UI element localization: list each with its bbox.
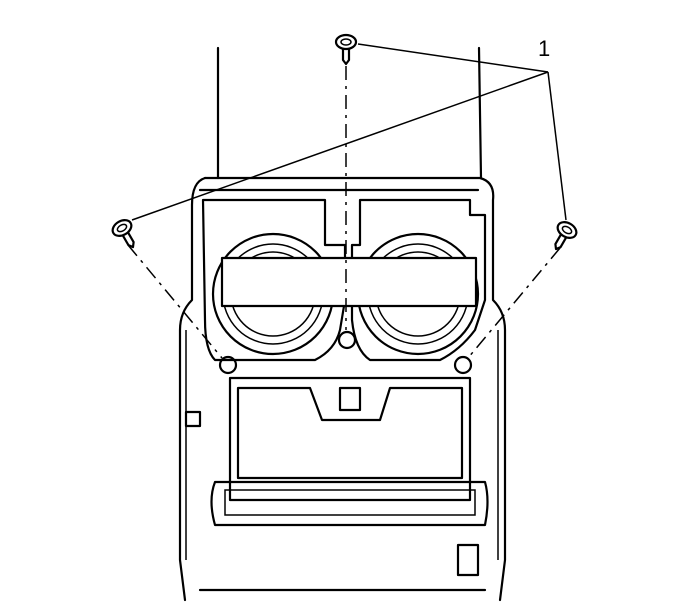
callout-number: 1 (538, 36, 551, 61)
side-tab-right (456, 543, 480, 577)
screw-center (334, 33, 358, 66)
storage-tray (210, 376, 489, 527)
callout-leaders (131, 43, 567, 221)
screw-holes (218, 330, 473, 375)
rear-trim-lines (216, 46, 483, 180)
screw-left (111, 219, 135, 249)
cup-holder-band (220, 256, 478, 308)
side-tab-left (184, 410, 202, 428)
console-body (178, 176, 507, 602)
installation-lines (127, 66, 561, 359)
screw-right (554, 221, 578, 251)
